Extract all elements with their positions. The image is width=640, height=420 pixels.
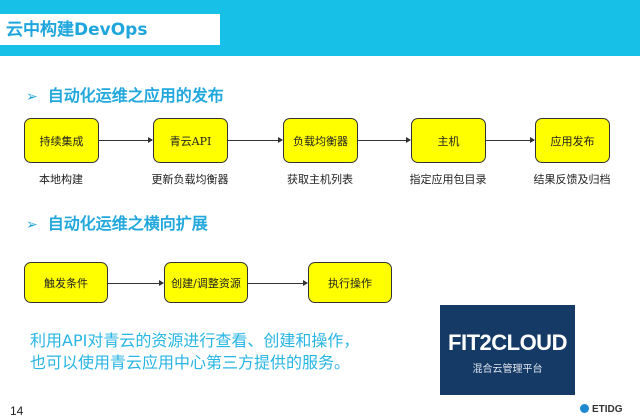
arrow-connector [228, 137, 283, 143]
etidg-logo: ETIDG [580, 404, 623, 415]
bullet-arrow-icon: ➢ [26, 89, 38, 105]
arrow-connector [99, 137, 153, 143]
step-box: 触发条件 [24, 262, 108, 303]
step-box: 青云API [153, 118, 228, 163]
step-caption: 指定应用包目录 [409, 173, 487, 186]
step-caption: 更新负载均衡器 [151, 173, 229, 186]
arrow-connector [486, 137, 535, 143]
step-caption: 本地构建 [39, 173, 83, 186]
fit2cloud-logo: FIT2CLOUD 混合云管理平台 [440, 305, 575, 395]
step-box: 执行操作 [308, 262, 392, 303]
section2-heading-text: 自动化运维之横向扩展 [47, 214, 208, 233]
page-number: 14 [10, 404, 24, 418]
logo-tagline: 混合云管理平台 [472, 364, 543, 375]
step-box: 应用发布 [535, 118, 610, 163]
arrow-connector [248, 280, 308, 286]
title-box [0, 14, 220, 45]
description-line1: 利用API对青云的资源进行查看、创建和操作， [30, 331, 360, 350]
bullet-arrow-icon: ➢ [26, 217, 38, 233]
section1-heading: ➢ 自动化运维之应用的发布 [26, 82, 224, 106]
section1-heading-text: 自动化运维之应用的发布 [47, 86, 224, 105]
step-box: 负载均衡器 [283, 118, 358, 163]
arrow-connector [358, 137, 411, 143]
arrow-connector [108, 280, 164, 286]
logo-name: FIT2CLOUD [448, 330, 567, 355]
description-line2: 也可以使用青云应用中心第三方提供的服务。 [30, 353, 351, 372]
step-box: 主机 [411, 118, 486, 163]
step-caption: 获取主机列表 [287, 173, 353, 186]
step-box: 创建/调整资源 [164, 262, 248, 303]
slide-title: 云中构建DevOps [6, 20, 148, 40]
etidg-logo-icon [580, 404, 589, 413]
section2-heading: ➢ 自动化运维之横向扩展 [26, 210, 208, 234]
step-caption: 结果反馈及归档 [533, 173, 611, 186]
step-box: 持续集成 [24, 118, 99, 163]
etidg-brand-text: ETIDG [592, 404, 623, 415]
